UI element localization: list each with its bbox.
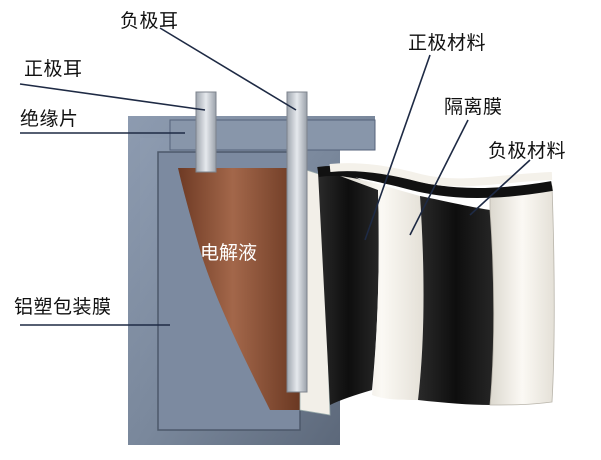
negative-material-sheet (418, 196, 494, 405)
leader-positive-tab (19, 83, 206, 111)
label-aluminum-plastic-film: 铝塑包装膜 (14, 296, 112, 318)
leader-positive-material (364, 54, 431, 241)
sheet-curl-white (329, 163, 553, 187)
leader-separator (409, 119, 469, 236)
negative-tab (286, 91, 308, 393)
electrolyte-fill (178, 168, 300, 410)
leader-negative-tab (159, 27, 297, 111)
label-electrolyte: 电解液 (200, 242, 258, 264)
separator-sheet-b (489, 185, 555, 406)
label-insulation-sheet: 绝缘片 (20, 108, 79, 130)
label-separator: 隔离膜 (444, 96, 503, 118)
positive-material-sheet (318, 171, 379, 405)
positive-tab (195, 91, 217, 173)
label-negative-tab: 负极耳 (120, 10, 179, 32)
leader-lines (19, 27, 531, 326)
label-negative-material: 负极材料 (488, 140, 567, 162)
separator-sheet-a (340, 176, 424, 400)
label-positive-material: 正极材料 (408, 32, 487, 54)
label-positive-tab: 正极耳 (24, 58, 83, 80)
leader-negative-material (469, 159, 531, 216)
